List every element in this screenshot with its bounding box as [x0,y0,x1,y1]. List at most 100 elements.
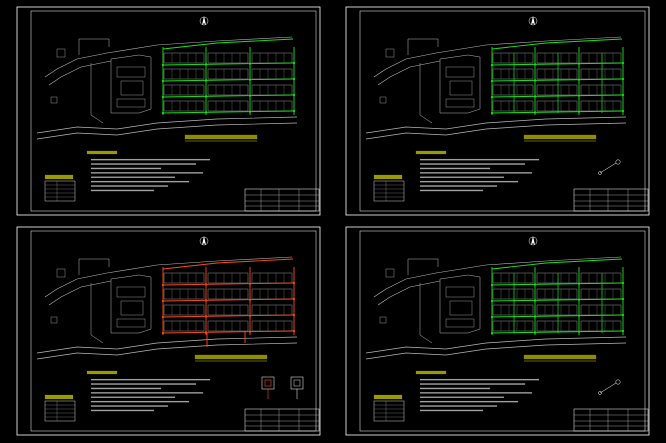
housing-block-outline [207,68,249,80]
pipe-network [490,38,625,115]
pipe-node [204,331,208,334]
housing-block [207,288,249,300]
notes-heading [415,150,447,155]
housing-block [207,304,249,316]
pipe-branch [490,282,623,286]
housing-block-outline [536,304,578,316]
site-plan [36,256,298,360]
pipe-node [577,330,581,333]
housing-block-outline [163,100,205,112]
site-road-north [44,36,293,78]
design-notes [86,370,211,412]
site-marker-b [379,316,387,324]
notes-line [419,185,498,187]
pipe-node [161,283,165,287]
notes-line [419,378,540,381]
design-notes [86,150,211,192]
pipe-node [204,95,208,98]
pipe-node [161,331,165,335]
pipe-node [490,331,494,335]
legend-heading [44,394,74,400]
pipe-node [248,94,252,97]
housing-block-outline [207,272,249,284]
sheet-2 [345,6,650,216]
drawing-title-glyphs [194,354,268,360]
title-block-frame [573,408,649,432]
housing-block-outline [492,100,534,112]
housing-block [163,100,205,112]
housing-block-outline [163,288,205,300]
housing-block-outline [492,288,534,300]
north-arrow-icon [528,236,538,246]
housing-block [207,320,249,332]
pipe-node [204,315,208,318]
pipe-main-north [491,258,623,270]
pipe-node [490,79,494,83]
sheet-inner-frame [30,10,317,212]
notes-line [419,396,505,398]
pipe-branch [490,62,623,66]
housing-block [163,52,205,64]
pipe-node [490,95,494,99]
pipe-node [490,111,494,115]
site-road-north [373,256,622,298]
detail-diagrams [261,376,304,399]
pointer-head [615,159,621,165]
drawing-title [184,134,258,142]
pipe-node [248,330,252,333]
sheet-1 [16,6,321,216]
housing-block [207,272,249,284]
west-block-outline [439,54,481,114]
notes-line [419,167,491,170]
legend-table [44,174,76,202]
site-west-edge [90,63,104,124]
west-building-cluster [110,274,152,334]
west-building [449,300,473,316]
notes-line [419,189,484,192]
notes-line [419,400,519,403]
notes-line [90,392,204,394]
housing-block [536,304,578,316]
housing-block [536,100,578,112]
west-building-cluster [439,274,481,334]
pipe-node [490,315,494,319]
pipe-node [533,331,537,334]
housing-block-outline [492,272,534,284]
site-road-north [44,256,293,298]
site-road-north-inner [377,60,441,86]
pipe-branch [490,314,623,318]
pipe-node [161,111,165,115]
site-plan [365,256,627,360]
drawing-title-glyphs [184,134,258,140]
pipe-node [204,283,208,286]
sheet-inner-frame [359,230,646,432]
drawing-title-glyphs [523,134,597,140]
pipe-main-north [162,38,294,50]
pipe-node [248,282,252,285]
site-gate [407,258,439,275]
housing-block-outline [536,68,578,80]
pipe-node [161,315,165,319]
housing-block [492,84,534,96]
pipe-node [204,299,208,302]
housing-block [492,68,534,80]
pipe-node [577,110,581,113]
notes-line [90,383,197,385]
pointer-leader [599,382,617,394]
notes-line [419,387,491,390]
drawing-title [523,354,597,362]
notes-line [419,392,533,394]
pipe-node [533,299,537,302]
legend-heading [373,174,403,180]
notes-line [419,158,540,161]
site-west-edge [419,283,433,344]
pipe-branch [161,314,294,318]
site-marker-b [50,316,58,324]
west-block-outline [110,54,152,114]
pipe-node [161,95,165,99]
legend-frame [373,180,405,202]
notes-line [419,405,498,407]
legend-heading [44,174,74,180]
housing-block-outline [536,320,578,332]
